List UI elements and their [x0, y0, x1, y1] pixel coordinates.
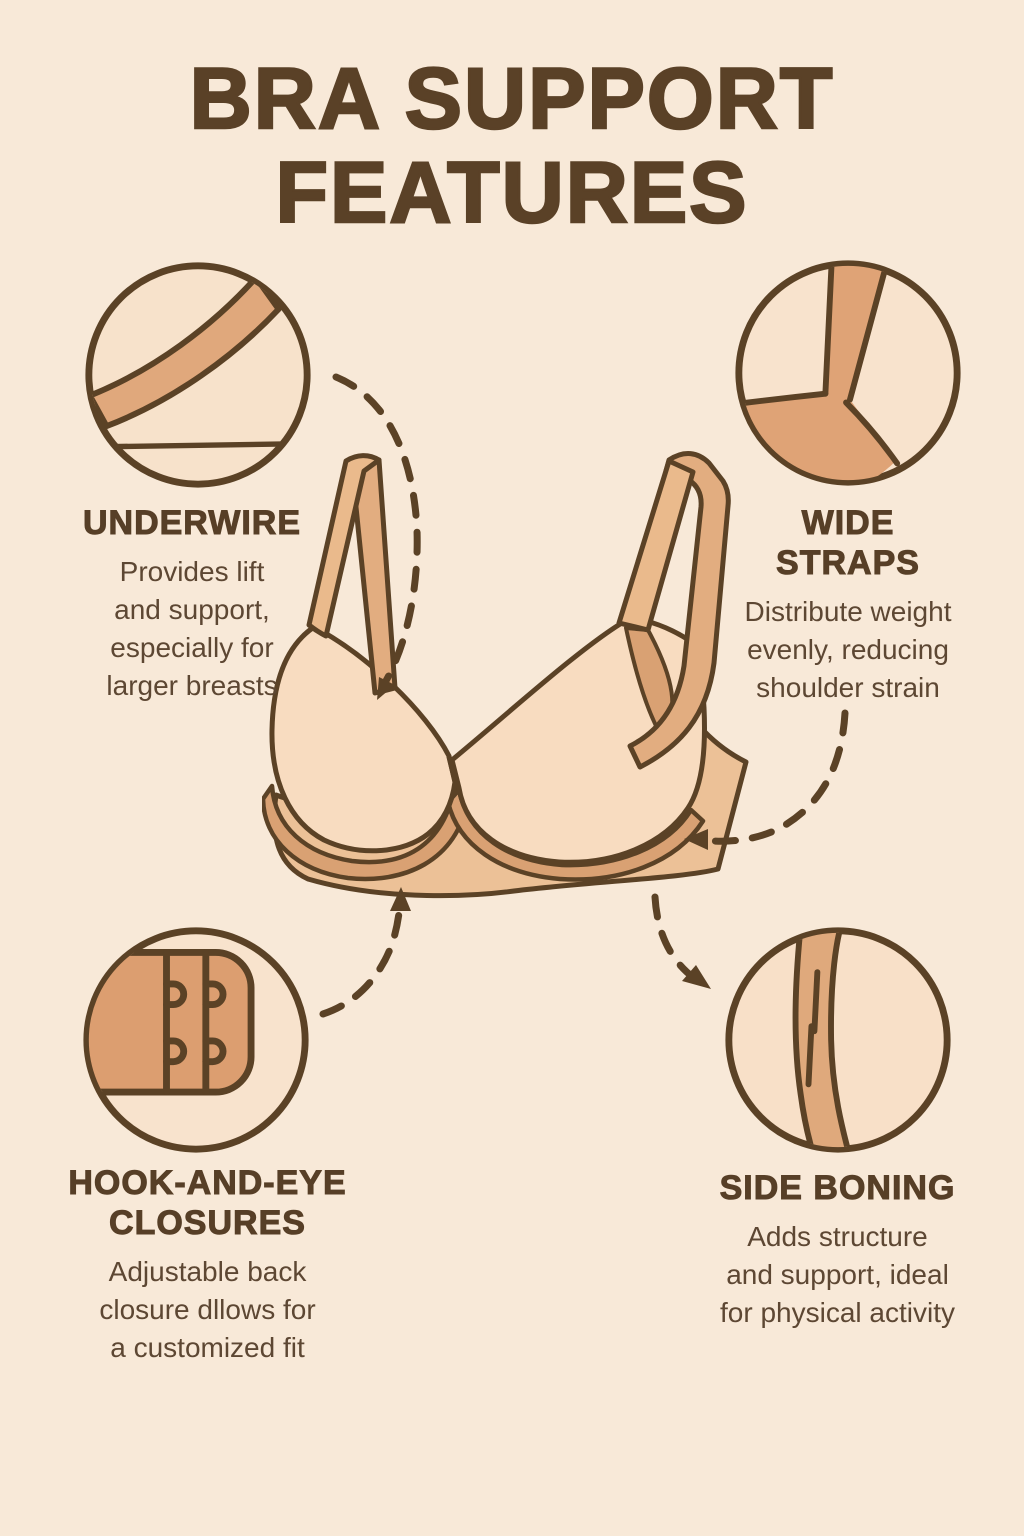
feature-underwire-title: UNDERWIRE — [82, 504, 302, 543]
strap-right-front — [616, 458, 696, 633]
side-boning-detail-icon — [720, 922, 956, 1158]
underwire-detail-icon — [80, 257, 316, 493]
gore-seam — [446, 754, 459, 789]
strap-right-outer — [627, 451, 731, 770]
feature-side-boning-title: SIDE BONING — [719, 1169, 956, 1208]
arrow-hook-and-eye — [319, 900, 404, 1018]
bra-cup-left — [269, 624, 458, 854]
hook-and-eye-detail-icon — [78, 922, 314, 1158]
wide-strap-detail-icon — [730, 255, 966, 491]
